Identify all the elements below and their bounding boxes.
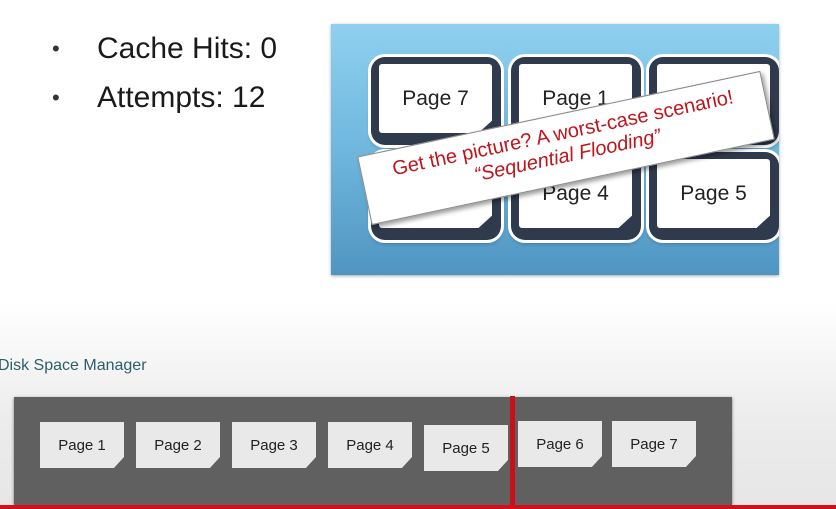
disk-page: Page 4 — [328, 422, 412, 468]
bottom-rule — [0, 505, 836, 509]
buffer-frame: Page 7 — [371, 57, 501, 145]
attempts-item: • Attempts: 12 — [52, 73, 277, 122]
disk-page: Page 3 — [232, 422, 316, 468]
disk-page: Page 1 — [40, 422, 124, 468]
bullet-icon: • — [52, 36, 60, 61]
disk-page: Page 2 — [136, 422, 220, 468]
disk-page: Page 5 — [424, 425, 508, 471]
attempts-text: Attempts: 12 — [97, 81, 266, 114]
cache-hits-text: Cache Hits: 0 — [97, 32, 278, 65]
disk-page: Page 7 — [612, 421, 696, 467]
stats-list: • Cache Hits: 0 • Attempts: 12 — [52, 24, 277, 122]
buffer-page: Page 7 — [379, 64, 492, 133]
disk-page: Page 6 — [518, 421, 602, 467]
cache-hits-item: • Cache Hits: 0 — [52, 24, 277, 73]
buffer-frame: Page 5 — [649, 152, 779, 240]
buffer-page: Page 5 — [657, 159, 770, 228]
scan-position-marker — [510, 396, 515, 509]
disk-pages-bar: Page 1 Page 2 Page 3 Page 4 Page 5 Page … — [14, 397, 732, 505]
disk-space-manager-label: Disk Space Manager — [0, 357, 147, 374]
bullet-icon: • — [52, 85, 60, 110]
